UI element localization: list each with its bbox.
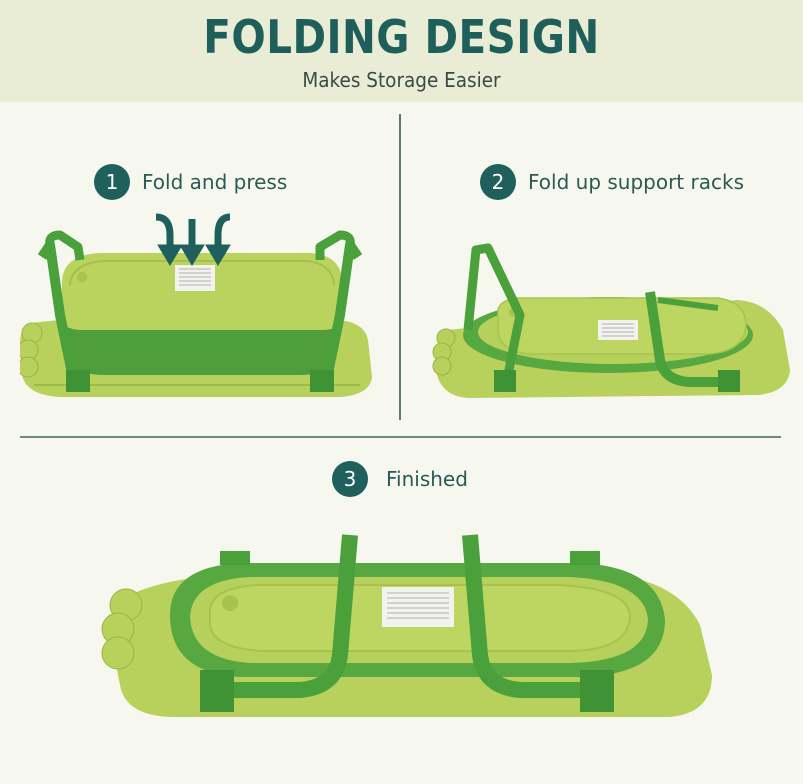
step-3-heading: 3 Finished xyxy=(332,461,468,497)
step-number-badge: 3 xyxy=(332,461,368,497)
vertical-divider xyxy=(399,114,401,420)
page-subtitle: Makes Storage Easier xyxy=(302,68,501,92)
press-down-arrows-icon xyxy=(155,213,231,266)
page-title: FOLDING DESIGN xyxy=(203,10,600,64)
header-banner: FOLDING DESIGN Makes Storage Easier xyxy=(0,0,803,102)
step-2-heading: 2 Fold up support racks xyxy=(480,164,744,200)
step-1-heading: 1 Fold and press xyxy=(94,164,287,200)
tub-finished-image xyxy=(101,534,712,717)
step-label: Fold up support racks xyxy=(528,170,744,194)
step-number-badge: 1 xyxy=(94,164,130,200)
step-label: Fold and press xyxy=(142,170,288,194)
step-number-badge: 2 xyxy=(480,164,516,200)
horizontal-divider xyxy=(20,436,781,438)
step-label: Finished xyxy=(386,467,468,491)
tub-fold-and-press-image xyxy=(20,213,372,397)
tub-fold-racks-image xyxy=(432,243,790,398)
